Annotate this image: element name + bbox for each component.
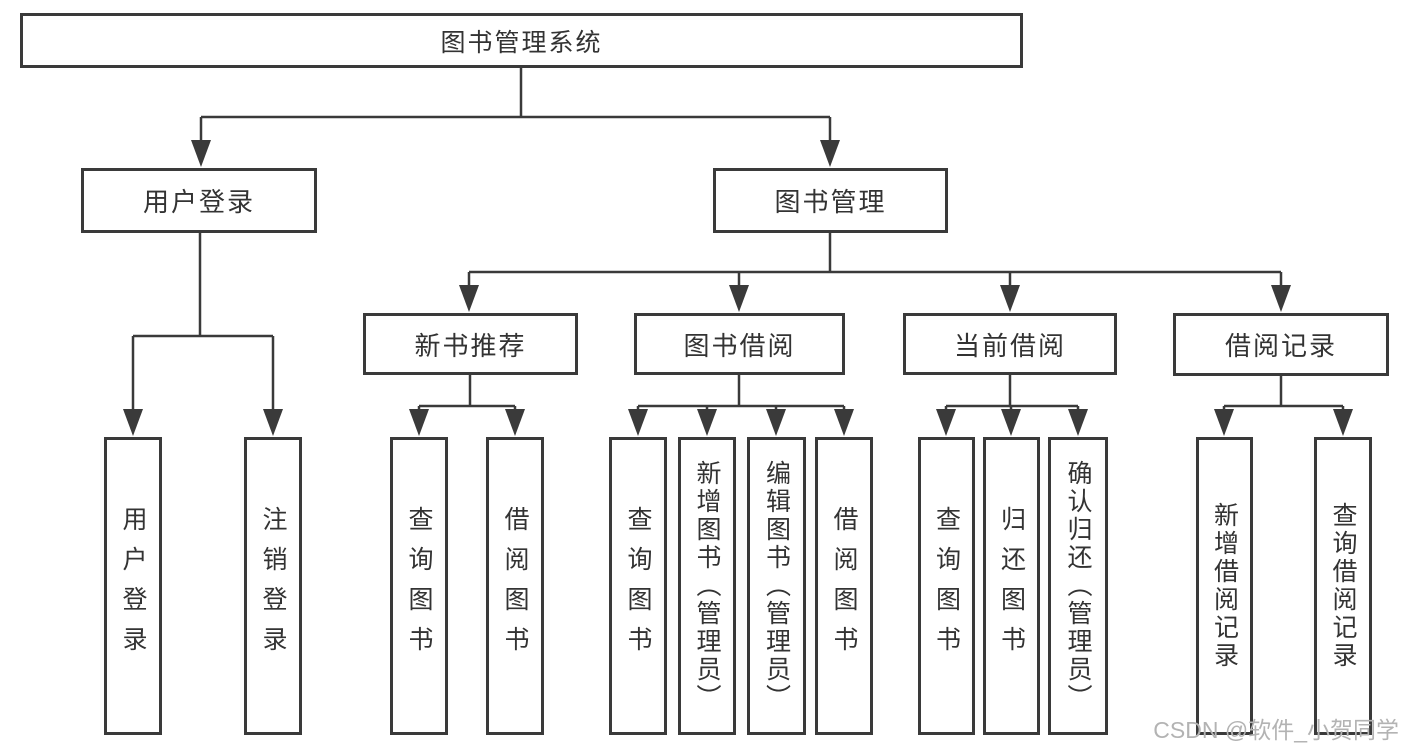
arrowhead bbox=[1068, 409, 1088, 436]
node-root: 图书管理系统 bbox=[20, 13, 1023, 68]
arrowhead bbox=[505, 409, 525, 436]
arrowhead bbox=[936, 409, 956, 436]
leaf-query-books-current: 查询图书 bbox=[918, 437, 975, 735]
leaf-query-books-recommend: 查询图书 bbox=[390, 437, 448, 735]
node-current-borrow-label: 当前借阅 bbox=[953, 330, 1066, 361]
connector-root bbox=[191, 68, 840, 167]
leaf-query-books-borrow: 查询图书 bbox=[609, 437, 667, 735]
leaf-label: 查询图书 bbox=[624, 506, 652, 666]
arrowhead bbox=[729, 285, 749, 312]
csdn-watermark: CSDN @软件_小贺同学 bbox=[1153, 717, 1399, 743]
leaf-label: 归还图书 bbox=[997, 506, 1026, 666]
arrowhead bbox=[191, 140, 211, 167]
leaf-borrow-books-recommend: 借阅图书 bbox=[486, 437, 544, 735]
leaf-label: 编辑图书（管理员） bbox=[762, 460, 791, 712]
node-borrow-records-label: 借阅记录 bbox=[1224, 331, 1337, 361]
connector-book-borrow bbox=[628, 375, 854, 436]
node-new-book-recommend-label: 新书推荐 bbox=[414, 330, 527, 361]
leaf-label: 查询借阅记录 bbox=[1329, 502, 1357, 670]
arrowhead bbox=[820, 140, 840, 167]
leaf-label: 借阅图书 bbox=[501, 506, 529, 666]
leaf-user-login: 用户登录 bbox=[104, 437, 162, 735]
arrowhead bbox=[1333, 409, 1353, 436]
arrowhead bbox=[1000, 285, 1020, 312]
node-user-login: 用户登录 bbox=[81, 168, 317, 233]
node-new-book-recommend: 新书推荐 bbox=[363, 313, 578, 375]
leaf-label: 新增图书（管理员） bbox=[693, 460, 721, 712]
leaf-query-borrow-record: 查询借阅记录 bbox=[1314, 437, 1372, 735]
node-book-management: 图书管理 bbox=[713, 168, 948, 233]
node-borrow-records: 借阅记录 bbox=[1173, 313, 1389, 376]
arrowhead bbox=[123, 409, 143, 436]
arrowhead bbox=[766, 409, 786, 436]
leaf-label: 借阅图书 bbox=[830, 506, 858, 666]
connector-borrow-records bbox=[1214, 375, 1353, 436]
leaf-logout: 注销登录 bbox=[244, 437, 302, 735]
arrowhead bbox=[1214, 409, 1234, 436]
arrowhead bbox=[263, 409, 283, 436]
arrowhead bbox=[697, 409, 717, 436]
node-book-borrow-label: 图书借阅 bbox=[683, 330, 796, 361]
arrowhead bbox=[1271, 285, 1291, 312]
leaf-label: 查询图书 bbox=[932, 506, 961, 666]
connector-book-management bbox=[459, 233, 1291, 312]
leaf-return-books: 归还图书 bbox=[983, 437, 1040, 735]
connector-new-book-recommend bbox=[409, 375, 525, 436]
leaf-edit-books-admin: 编辑图书（管理员） bbox=[747, 437, 806, 735]
node-book-borrow: 图书借阅 bbox=[634, 313, 845, 375]
leaf-label: 新增借阅记录 bbox=[1210, 502, 1239, 670]
leaf-label: 注销登录 bbox=[259, 506, 287, 666]
leaf-add-borrow-record: 新增借阅记录 bbox=[1196, 437, 1253, 735]
node-book-management-label: 图书管理 bbox=[774, 187, 887, 217]
leaf-label: 确认归还（管理员） bbox=[1064, 460, 1092, 712]
node-user-login-label: 用户登录 bbox=[142, 187, 255, 217]
node-current-borrow: 当前借阅 bbox=[903, 313, 1117, 375]
leaf-borrow-books: 借阅图书 bbox=[815, 437, 873, 735]
arrowhead bbox=[459, 285, 479, 312]
leaf-confirm-return-admin: 确认归还（管理员） bbox=[1048, 437, 1108, 735]
arrowhead bbox=[409, 409, 429, 436]
arrowhead bbox=[1001, 409, 1021, 436]
node-root-label: 图书管理系统 bbox=[440, 28, 603, 57]
connector-current-borrow bbox=[936, 375, 1088, 436]
leaf-label: 用户登录 bbox=[119, 506, 147, 666]
leaf-add-books-admin: 新增图书（管理员） bbox=[678, 437, 736, 735]
arrowhead bbox=[834, 409, 854, 436]
connector-user-login bbox=[123, 233, 283, 436]
leaf-label: 查询图书 bbox=[405, 506, 433, 666]
arrowhead bbox=[628, 409, 648, 436]
